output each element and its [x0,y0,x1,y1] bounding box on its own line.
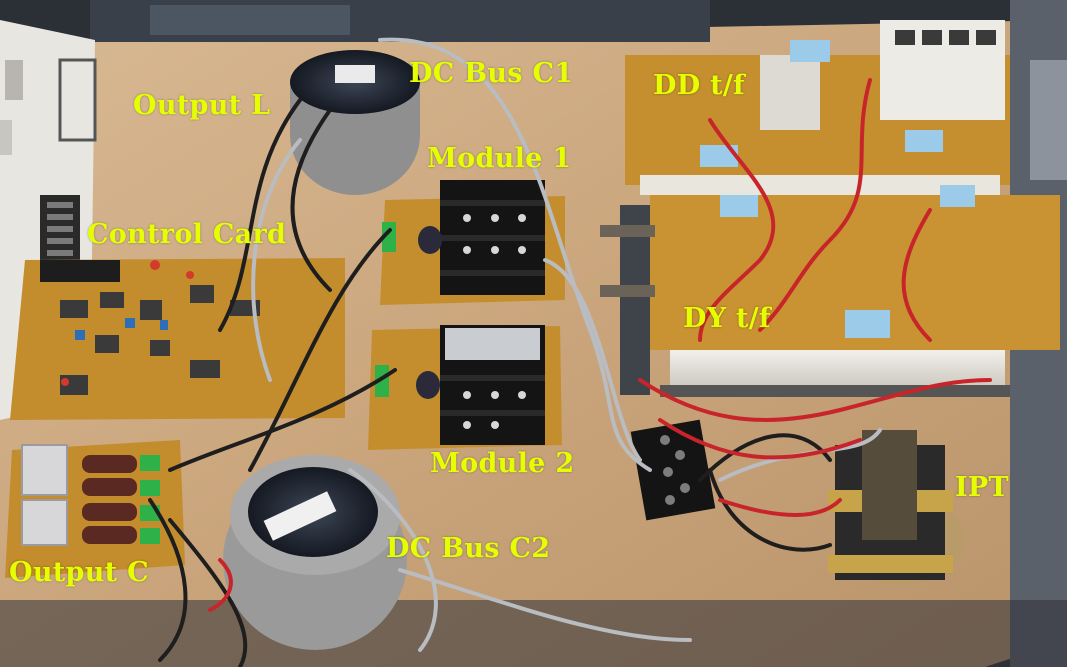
label-module-1: Module 1 [427,143,572,174]
label-dc-bus-c1: DC Bus C1 [409,58,574,89]
dc-bus-c1-capacitor [290,50,420,195]
ipt-transformer [828,430,965,585]
label-dy-tf: DY t/f [683,303,771,334]
wiring [148,37,992,667]
label-output-c: Output C [9,557,149,588]
label-dc-bus-c2: DC Bus C2 [386,533,551,564]
blue-terminals [700,40,975,338]
label-output-l: Output L [133,90,271,121]
label-ipt: IPT [955,472,1009,503]
dy-transformer [650,195,1060,397]
module-2-heatsink [440,325,545,445]
terminal-block [630,419,716,521]
label-module-2: Module 2 [430,448,575,479]
label-dd-tf: DD t/f [653,70,745,101]
module-1-heatsink [440,180,545,295]
label-control-card: Control Card [87,219,287,250]
circuit-breaker [880,20,1005,120]
dc-bus-c2-capacitor [223,455,407,650]
control-card-board [10,258,345,420]
